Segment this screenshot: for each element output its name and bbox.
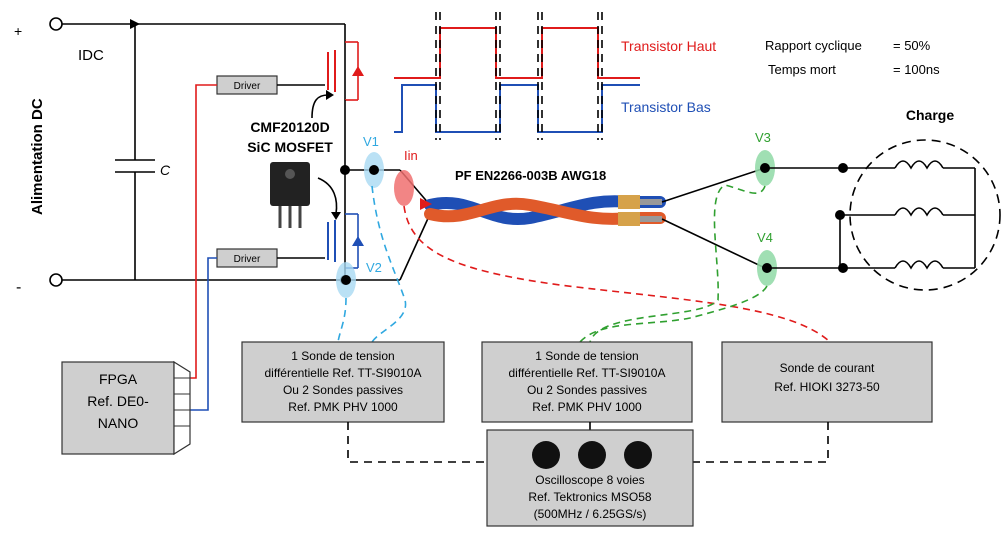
- fpga: FPGA Ref. DE0- NANO: [61, 360, 191, 456]
- parameters: Rapport cyclique = 50% Temps mort = 100n…: [765, 38, 940, 77]
- fpga-line-1: FPGA: [99, 371, 138, 387]
- v2-probe-lead: [337, 297, 347, 343]
- cable-blue-conductor: [424, 195, 666, 226]
- coil-mid-icon: [894, 207, 944, 217]
- high-signal-label: Transistor Haut: [621, 38, 716, 54]
- low-side-diode-icon: [352, 236, 364, 246]
- node-v1: [340, 165, 350, 175]
- fpga-connector-icon: [173, 360, 191, 456]
- iin-label: Iin: [404, 148, 418, 163]
- probe-v2-node: [341, 275, 351, 285]
- load: Charge: [765, 107, 1001, 291]
- fpga-to-driver-top: [178, 84, 217, 379]
- cable-to-v4: [661, 218, 766, 269]
- mosfet-part: CMF20120D: [250, 119, 329, 135]
- probe-box-2-line-2: différentielle Ref. TT-SI9010A: [509, 366, 666, 380]
- scope-line-1: Oscilloscope 8 voies: [535, 473, 644, 487]
- link-current-scope: [690, 422, 829, 463]
- cable-bottom-lead: [399, 213, 431, 281]
- cable-red-conductor: [424, 197, 666, 225]
- scope-channel-2-icon: [578, 441, 606, 469]
- fpga-line-2: Ref. DE0-: [87, 393, 149, 409]
- mosfet-annotation: CMF20120D SiC MOSFET: [247, 90, 341, 228]
- v3-probe-lead: [589, 184, 766, 343]
- probe-box-2-line-1: 1 Sonde de tension: [535, 349, 638, 363]
- probe-box-1-line-3: Ou 2 Sondes passives: [283, 383, 403, 397]
- driver-bottom-label: Driver: [234, 254, 261, 265]
- capacitor-label: C: [160, 162, 171, 178]
- scope-channel-1-icon: [532, 441, 560, 469]
- cable-tip-top: [618, 195, 640, 209]
- fpga-line-3: NANO: [98, 415, 139, 431]
- high-side-diode-icon: [352, 66, 364, 76]
- probe-v4-label: V4: [757, 230, 773, 245]
- probe-box-1-rect: [241, 341, 445, 423]
- probe-box-2-line-3: Ou 2 Sondes passives: [527, 383, 647, 397]
- iin-arrow-icon: [420, 198, 432, 210]
- arrow-to-high-side: [311, 94, 329, 119]
- probe-box-1-line-4: Ref. PMK PHV 1000: [288, 400, 398, 414]
- plus-sign: +: [14, 23, 22, 39]
- low-signal-label: Transistor Bas: [621, 99, 711, 115]
- probe-box-1: 1 Sonde de tension différentielle Ref. T…: [241, 341, 445, 423]
- duty-value: = 50%: [893, 38, 931, 53]
- gate-waveforms: Transistor Haut Transistor Bas: [394, 12, 716, 140]
- low-waveform: [394, 84, 640, 133]
- v4-probe-lead: [579, 285, 768, 343]
- idc-label: IDC: [78, 47, 104, 64]
- cable-tip-bottom: [618, 212, 640, 226]
- probe-box-2-rect: [481, 341, 693, 423]
- supply-label: Alimentation DC: [29, 98, 46, 215]
- high-waveform: [394, 27, 640, 79]
- probe-box-1-line-2: différentielle Ref. TT-SI9010A: [265, 366, 422, 380]
- probe-cables: [337, 184, 831, 343]
- scope-channel-3-icon: [624, 441, 652, 469]
- probe-v1-label: V1: [363, 134, 379, 149]
- plus-terminal: [49, 17, 63, 31]
- deadtime-label: Temps mort: [768, 62, 836, 77]
- load-node-bottom: [838, 263, 848, 273]
- driver-top-label: Driver: [234, 81, 261, 92]
- coil-bottom-icon: [894, 260, 944, 270]
- v1-probe-lead: [371, 185, 407, 343]
- current-probe-line-2: Ref. HIOKI 3273-50: [774, 380, 880, 394]
- cable-label: PF EN2266-003B AWG18: [455, 168, 606, 183]
- load-boundary: [849, 139, 1001, 291]
- probe-box-2: 1 Sonde de tension différentielle Ref. T…: [481, 341, 693, 423]
- minus-sign: -: [16, 279, 21, 296]
- probe-v3-label: V3: [755, 130, 771, 145]
- load-node-top: [838, 163, 848, 173]
- coil-top-icon: [894, 160, 944, 170]
- package-hole: [285, 169, 295, 179]
- duty-label: Rapport cyclique: [765, 38, 862, 53]
- scope-line-3: (500MHz / 6.25GS/s): [534, 507, 647, 521]
- to247-package-icon: [270, 162, 310, 206]
- probe-box-1-line-1: 1 Sonde de tension: [291, 349, 394, 363]
- arrow-head-high-icon: [326, 90, 334, 100]
- oscilloscope: Oscilloscope 8 voies Ref. Tektronics MSO…: [486, 429, 694, 527]
- load-node-mid: [835, 210, 845, 220]
- current-probe-marker: [394, 170, 414, 206]
- current-probe-lead: [403, 205, 831, 343]
- dc-supply: + - IDC Alimentation DC C: [14, 17, 345, 296]
- cable-to-v3: [661, 167, 766, 203]
- deadtime-value: = 100ns: [893, 62, 940, 77]
- current-probe-box: Sonde de courant Ref. HIOKI 3273-50: [721, 341, 933, 423]
- arrow-head-low-icon: [331, 212, 341, 220]
- probe-box-2-line-4: Ref. PMK PHV 1000: [532, 400, 642, 414]
- arrow-to-low-side: [317, 177, 338, 215]
- probe-v2-label: V2: [366, 260, 382, 275]
- load-label: Charge: [906, 107, 954, 123]
- minus-terminal: [49, 273, 63, 287]
- mosfet-type: SiC MOSFET: [247, 139, 333, 155]
- link-box1-scope: [347, 422, 490, 463]
- probe-v1-node: [369, 165, 379, 175]
- current-probe-line-1: Sonde de courant: [780, 361, 875, 375]
- fpga-to-driver-bottom: [178, 257, 217, 411]
- twisted-cable: PF EN2266-003B AWG18: [424, 167, 766, 269]
- scope-line-2: Ref. Tektronics MSO58: [528, 490, 651, 504]
- current-probe-rect: [721, 341, 933, 423]
